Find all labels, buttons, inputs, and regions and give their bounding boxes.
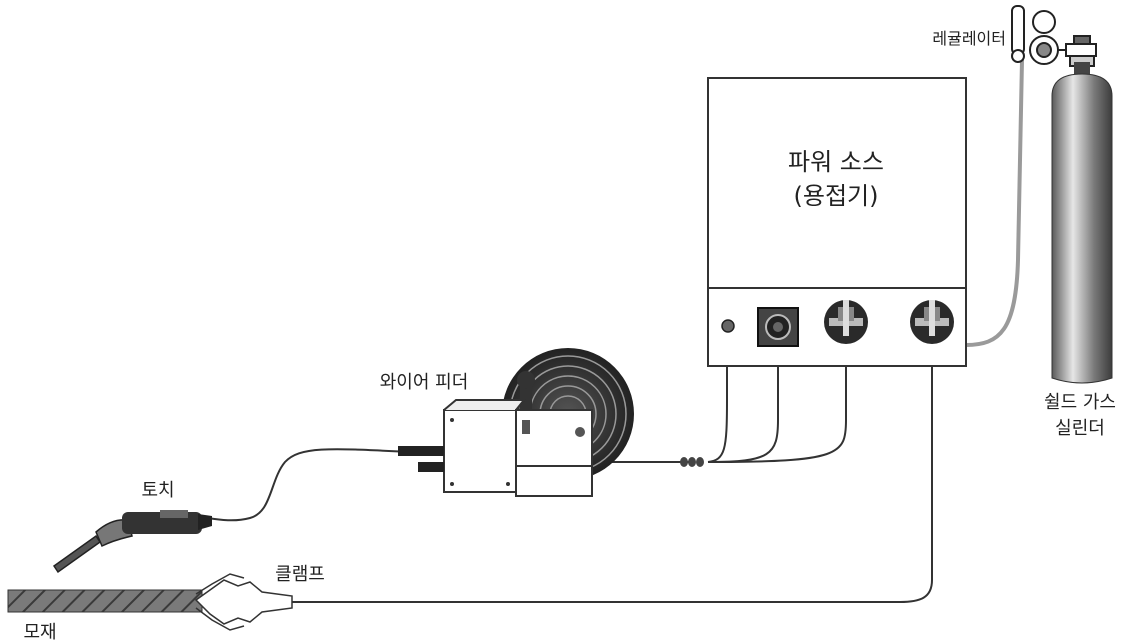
shield-gas-label-2: 실린더: [1055, 418, 1105, 439]
power-source: 파워 소스 (용접기): [707, 77, 967, 367]
shield-gas-label-1: 쉴드 가스: [1044, 392, 1116, 413]
clamp-label: 클램프: [275, 564, 325, 585]
regulator-label: 레귤레이터: [932, 29, 1006, 48]
pressure-regulator-icon: [1011, 5, 1097, 67]
torch-label: 토치: [141, 480, 174, 501]
gas-cylinder-icon: [1051, 62, 1113, 384]
output-terminal-positive: [824, 300, 868, 344]
power-source-label-2: (용접기): [794, 182, 879, 210]
cables: [207, 330, 933, 603]
power-source-label-1: 파워 소스: [788, 148, 884, 176]
cable-joint: [680, 457, 704, 467]
base-metal-label: 모재: [23, 622, 56, 643]
output-terminal-negative: [910, 300, 954, 344]
ground-clamp-icon: [194, 573, 293, 631]
torch-cable: [207, 448, 411, 522]
gas-hose: [965, 59, 1024, 347]
power-cable-2: [707, 340, 847, 463]
ground-cable: [292, 340, 933, 603]
wire-feeder-icon: [398, 348, 634, 497]
base-metal-plate: [7, 589, 203, 613]
control-connector: [757, 307, 799, 347]
wire-feeder-label: 와이어 피더: [380, 372, 469, 393]
control-terminal: [721, 319, 735, 333]
welding-torch-icon: [52, 510, 212, 574]
